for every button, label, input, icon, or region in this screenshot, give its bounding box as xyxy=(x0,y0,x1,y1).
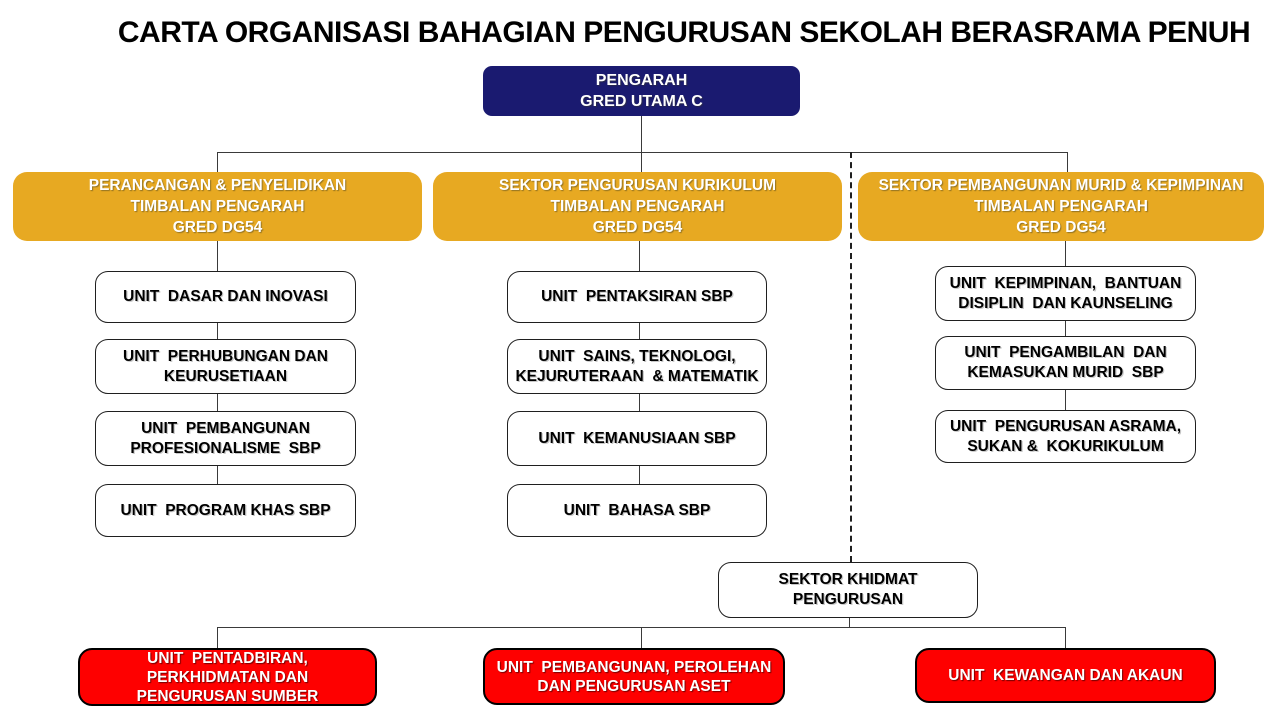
sector-line: TIMBALAN PENGARAH xyxy=(130,198,305,215)
sector-line: PENGURUSAN xyxy=(792,591,904,608)
connector-col2-b xyxy=(639,323,640,339)
unit-line: PROFESIONALISME SBP xyxy=(130,439,321,457)
unit-box-pembangunan-profesionalisme: UNIT PEMBANGUNAN PROFESIONALISME SBP xyxy=(95,411,356,466)
connector-drop-red3 xyxy=(1065,627,1066,648)
unit-line: UNIT PROGRAM KHAS SBP xyxy=(120,501,331,519)
unit-line: UNIT KEMANUSIAAN SBP xyxy=(538,429,736,447)
unit-line: KEJURUTERAAN & MATEMATIK xyxy=(515,367,759,385)
sector-line: GRED DG54 xyxy=(172,219,263,236)
unit-line: DISIPLIN DAN KAUNSELING xyxy=(958,294,1173,312)
unit-line: UNIT BAHASA SBP xyxy=(563,501,711,519)
unit-box-pengurusan-asrama: UNIT PENGURUSAN ASRAMA, SUKAN & KOKURIKU… xyxy=(935,410,1196,463)
chart-title: CARTA ORGANISASI BAHAGIAN PENGURUSAN SEK… xyxy=(117,16,1251,49)
unit-box-pembangunan-perolehan-aset: UNIT PEMBANGUNAN, PEROLEHAN DAN PENGURUS… xyxy=(483,648,785,705)
unit-line: UNIT PERHUBUNGAN DAN xyxy=(123,347,328,365)
connector-drop-sector3 xyxy=(1067,152,1068,172)
unit-line: KEURUSETIAAN xyxy=(163,367,288,385)
unit-line: PERKHIDMATAN DAN xyxy=(146,668,309,686)
connector-col1-d xyxy=(217,466,218,484)
connector-khidmat-stem xyxy=(849,618,850,627)
unit-line: UNIT PENTADBIRAN, xyxy=(147,649,308,667)
unit-line: UNIT PENGURUSAN ASRAMA, xyxy=(949,417,1182,435)
unit-box-dasar-inovasi: UNIT DASAR DAN INOVASI xyxy=(95,271,356,323)
connector-col1-c xyxy=(217,394,218,411)
connector-drop-red2 xyxy=(641,627,642,648)
unit-line: KEMASUKAN MURID SBP xyxy=(967,364,1164,381)
unit-box-sains-teknologi: UNIT SAINS, TEKNOLOGI, KEJURUTERAAN & MA… xyxy=(507,339,767,394)
director-name: PENGARAH xyxy=(595,72,688,89)
sector-line: GRED DG54 xyxy=(592,219,683,236)
connector-col2-c xyxy=(639,394,640,411)
connector-col3-b xyxy=(1065,321,1066,336)
unit-line: UNIT KEWANGAN DAN AKAUN xyxy=(948,667,1183,684)
sector-line: SEKTOR PENGURUSAN KURIKULUM xyxy=(498,177,776,194)
unit-line: UNIT PENGAMBILAN DAN xyxy=(964,344,1167,361)
unit-line: DAN PENGURUSAN ASET xyxy=(537,677,731,695)
connector-drop-sector2 xyxy=(641,152,642,172)
unit-line: UNIT PEMBANGUNAN, PEROLEHAN xyxy=(496,658,772,676)
unit-box-kewangan-akaun: UNIT KEWANGAN DAN AKAUN xyxy=(915,648,1216,703)
unit-line: UNIT PEMBANGUNAN xyxy=(141,419,310,437)
sector-line: SEKTOR KHIDMAT xyxy=(778,571,918,588)
unit-box-pentaksiran: UNIT PENTAKSIRAN SBP xyxy=(507,271,767,323)
sector-box-perancangan-penyelidikan: PERANCANGAN & PENYELIDIKAN TIMBALAN PENG… xyxy=(13,172,422,241)
connector-col2-a xyxy=(639,241,640,271)
director-grade: GRED UTAMA C xyxy=(580,93,703,110)
connector-director-stem xyxy=(641,116,642,152)
sector-line: TIMBALAN PENGARAH xyxy=(550,198,725,215)
connector-drop-red1 xyxy=(217,627,218,648)
unit-line: PENGURUSAN SUMBER xyxy=(136,687,319,705)
sector-box-pembangunan-murid: SEKTOR PEMBANGUNAN MURID & KEPIMPINAN TI… xyxy=(858,172,1264,241)
connector-drop-sector1 xyxy=(217,152,218,172)
connector-col1-a xyxy=(217,241,218,271)
unit-box-kemanusiaan: UNIT KEMANUSIAAN SBP xyxy=(507,411,767,466)
unit-box-bahasa: UNIT BAHASA SBP xyxy=(507,484,767,537)
connector-col2-d xyxy=(639,466,640,484)
unit-line: UNIT PENTAKSIRAN SBP xyxy=(541,288,733,305)
unit-line: SUKAN & KOKURIKULUM xyxy=(967,437,1164,455)
unit-box-program-khas: UNIT PROGRAM KHAS SBP xyxy=(95,484,356,537)
unit-box-kepimpinan-disiplin-kaunseling: UNIT KEPIMPINAN, BANTUAN DISIPLIN DAN KA… xyxy=(935,266,1196,321)
unit-box-pengambilan-kemasukan: UNIT PENGAMBILAN DAN KEMASUKAN MURID SBP xyxy=(935,336,1196,390)
connector-col3-a xyxy=(1065,241,1066,266)
unit-line: UNIT SAINS, TEKNOLOGI, xyxy=(538,347,736,365)
sector-line: TIMBALAN PENGARAH xyxy=(974,198,1148,215)
unit-line: UNIT DASAR DAN INOVASI xyxy=(123,288,328,305)
connector-col3-c xyxy=(1065,390,1066,410)
director-box: PENGARAH GRED UTAMA C xyxy=(483,66,800,116)
sector-line: SEKTOR PEMBANGUNAN MURID & KEPIMPINAN xyxy=(878,177,1244,194)
sector-box-khidmat-pengurusan: SEKTOR KHIDMAT PENGURUSAN xyxy=(718,562,978,618)
sector-line: PERANCANGAN & PENYELIDIKAN xyxy=(88,177,347,194)
sector-box-pengurusan-kurikulum: SEKTOR PENGURUSAN KURIKULUM TIMBALAN PEN… xyxy=(433,172,842,241)
connector-top-horizontal xyxy=(217,152,1068,153)
unit-line: UNIT KEPIMPINAN, BANTUAN xyxy=(949,274,1182,292)
sector-line: GRED DG54 xyxy=(1016,219,1106,236)
connector-col1-b xyxy=(217,323,218,339)
unit-box-perhubungan-keurusetiaan: UNIT PERHUBUNGAN DAN KEURUSETIAAN xyxy=(95,339,356,394)
connector-dashed-khidmat xyxy=(850,152,852,562)
unit-box-pentadbiran-perkhidmatan: UNIT PENTADBIRAN, PERKHIDMATAN DAN PENGU… xyxy=(78,648,377,706)
